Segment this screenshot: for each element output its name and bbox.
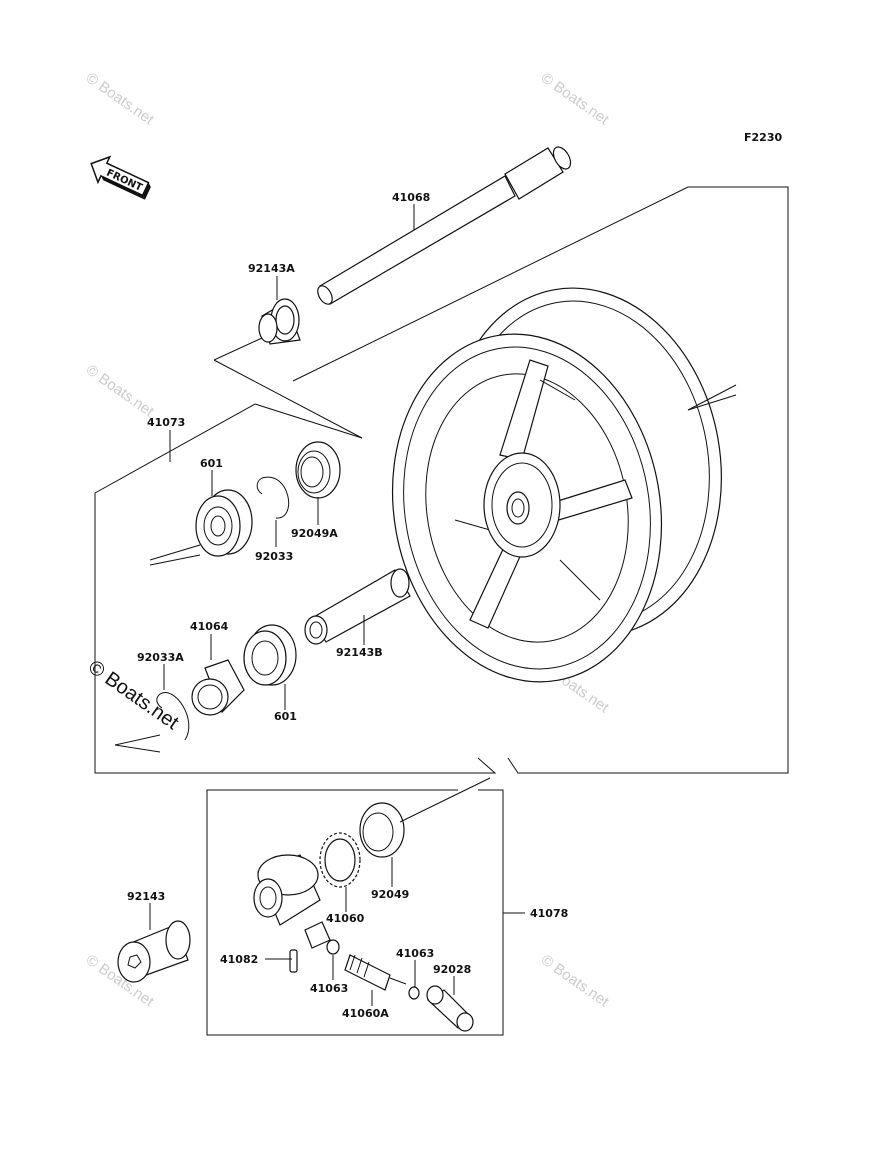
part-label: 601 bbox=[274, 710, 297, 723]
part-label: 41082 bbox=[220, 953, 258, 966]
washer-41063-left bbox=[326, 939, 340, 955]
part-label: 92028 bbox=[433, 963, 471, 976]
part-label: 601 bbox=[200, 457, 223, 470]
watermark: © Boats.net bbox=[83, 69, 158, 128]
leader-lines bbox=[149, 204, 455, 1006]
part-label: 92143A bbox=[248, 262, 295, 275]
part-label: 92143 bbox=[127, 890, 165, 903]
part-label: 92033 bbox=[255, 550, 293, 563]
part-label: 92049A bbox=[291, 527, 338, 540]
watermark-dark: © Boats.net bbox=[84, 656, 183, 734]
part-label: 41064 bbox=[190, 620, 229, 633]
collar-92143 bbox=[117, 920, 191, 983]
oil-seal-92049 bbox=[359, 802, 405, 858]
wheel-rim bbox=[391, 287, 737, 683]
part-label: 41063 bbox=[310, 982, 348, 995]
part-label: 92049 bbox=[371, 888, 409, 901]
bearing-lower bbox=[243, 624, 297, 686]
pinion-41060a bbox=[344, 954, 407, 991]
wheel-assembly-frame bbox=[94, 186, 789, 774]
part-label: 41060 bbox=[326, 912, 365, 925]
gear-assembly-frame bbox=[206, 789, 525, 1036]
gear-41060 bbox=[319, 832, 361, 888]
oil-seal-92049a bbox=[295, 441, 341, 499]
watermark: © Boats.net bbox=[83, 361, 158, 420]
spacer-92143b bbox=[304, 568, 411, 645]
washer-41063-right bbox=[408, 986, 420, 1000]
bushing-92028 bbox=[426, 985, 474, 1032]
part-label: 92143B bbox=[336, 646, 383, 659]
part-label: 41078 bbox=[530, 907, 568, 920]
figure-code: F2230 bbox=[744, 131, 782, 144]
part-labels: 41068 92143A 41073 601 92033 92049A 4106… bbox=[127, 191, 568, 1020]
part-label: 41073 bbox=[147, 416, 185, 429]
part-label: 41060A bbox=[342, 1007, 389, 1020]
watermark: © Boats.net bbox=[538, 951, 613, 1010]
watermark: © Boats.net bbox=[538, 69, 613, 128]
pin-41082 bbox=[289, 949, 298, 973]
circlip-92033a bbox=[156, 692, 190, 741]
part-label: 41068 bbox=[392, 191, 430, 204]
collar-41064 bbox=[191, 659, 245, 716]
gear-housing-41078 bbox=[253, 854, 331, 949]
bearing-upper bbox=[149, 489, 253, 566]
part-label: 41063 bbox=[396, 947, 434, 960]
front-arrow-icon: FRONT bbox=[90, 155, 151, 200]
axle bbox=[317, 146, 572, 305]
part-label: 92033A bbox=[137, 651, 184, 664]
collar-92143a bbox=[258, 298, 301, 345]
circlip-92033 bbox=[256, 476, 290, 519]
